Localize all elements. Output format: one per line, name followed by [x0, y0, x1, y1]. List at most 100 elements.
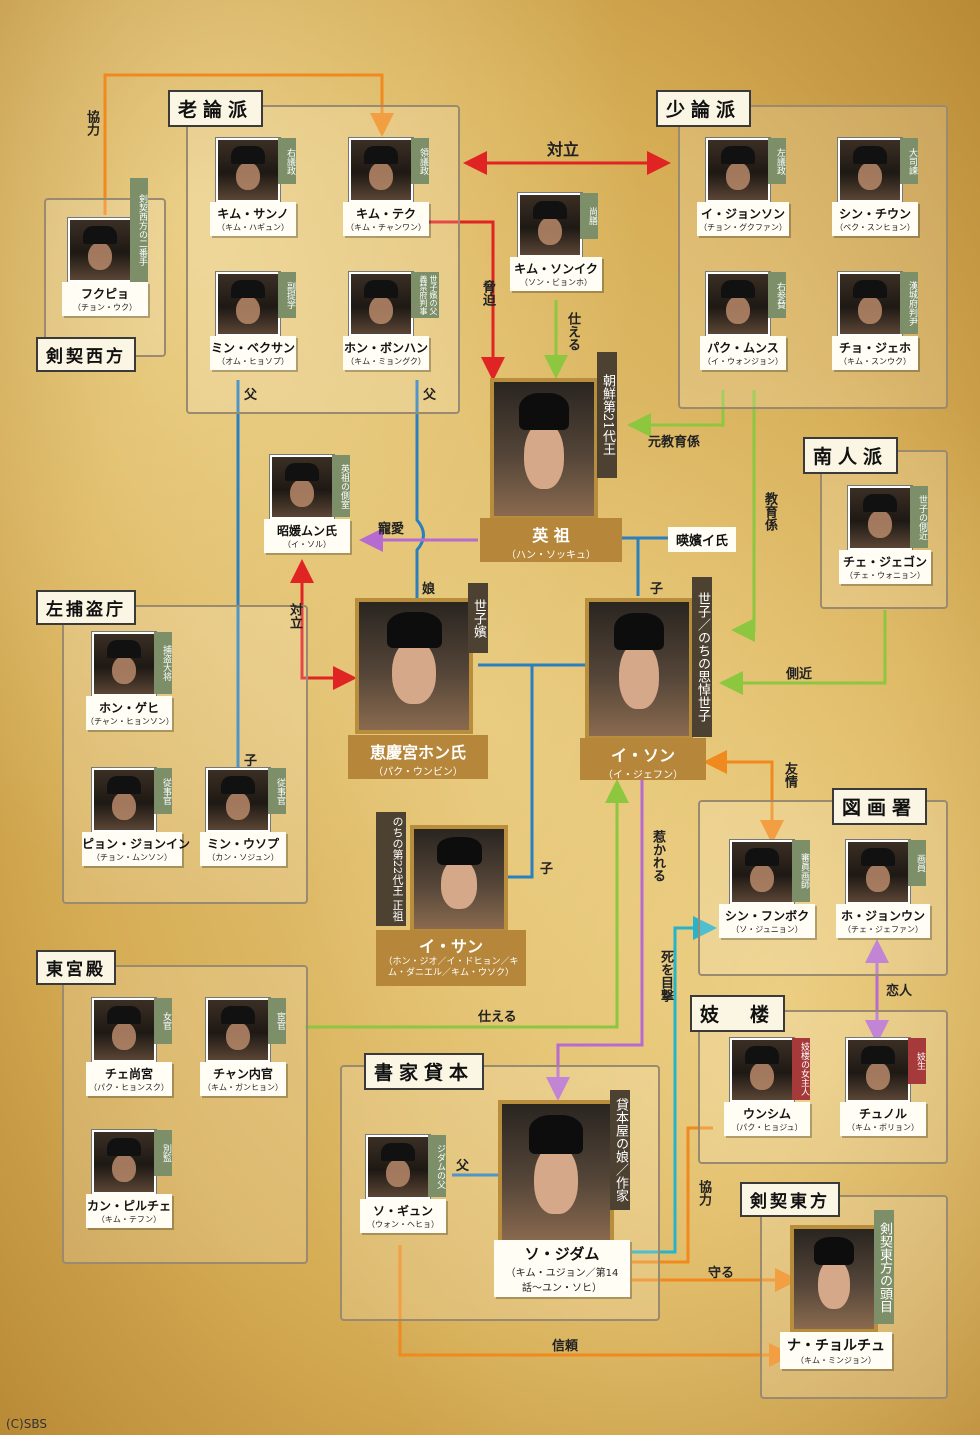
portrait — [206, 768, 270, 832]
main-so-jidamu-namecard[interactable]: ソ・ジダム （キム・ユジョン／第14話〜ユン・ソヒ） — [494, 1240, 630, 1297]
main-eiso-name: 英 祖 — [532, 526, 570, 545]
actor-name: （ソン・ビョンホ） — [520, 278, 592, 287]
portrait — [706, 138, 770, 202]
main-lee-son-photo[interactable] — [585, 598, 693, 740]
actor-name: （チョン・ウク） — [73, 303, 137, 312]
main-so-jidamu-photo[interactable] — [498, 1100, 614, 1246]
person-name: キム・ソンイク — [514, 262, 598, 276]
actor-name: （イ・ウォンジョン） — [703, 357, 783, 366]
role-tag: 英祖の側室 — [332, 455, 350, 517]
portrait — [706, 272, 770, 336]
main-lee-son-namecard[interactable]: イ・ソン （イ・ジェフン） — [580, 738, 706, 781]
role-tag: 左議政 — [768, 138, 786, 184]
person-name: ウンシム — [742, 1107, 791, 1121]
role-tag: 審眞画師 — [792, 840, 810, 902]
role-tag: 画員 — [908, 840, 926, 886]
actor-name: （キム・ガンヒョン） — [203, 1083, 283, 1092]
portrait — [518, 193, 582, 257]
name-card: シン・チウン（ペク・スンヒョン） — [832, 202, 918, 236]
portrait — [838, 272, 902, 336]
portrait — [494, 382, 594, 516]
portrait — [730, 840, 794, 904]
person-name: ソ・ギュン — [372, 1204, 433, 1218]
name-card: ソ・ギュン（ウォン・ヘヒョ） — [360, 1199, 446, 1233]
portrait — [92, 768, 156, 832]
role-tag: 捕盗大将 — [154, 632, 172, 694]
main-keikei-photo[interactable] — [355, 598, 473, 734]
name-card: ミン・ベクサン（オム・ヒョソプ） — [210, 336, 296, 370]
label-chichi1: 父 — [244, 388, 258, 403]
person-name: カン・ピルチェ — [86, 1199, 171, 1213]
main-so-jidamu-name: ソ・ジダム — [524, 1245, 600, 1263]
person-name: チョ・ジェホ — [838, 341, 911, 355]
role-tag: 剣契西方の二番手 — [130, 178, 148, 282]
label-kyoryoku2: 協力 — [696, 1180, 711, 1206]
portrait — [270, 455, 334, 519]
label-hikareru: 惹かれる — [650, 830, 665, 882]
main-lee-son-name: イ・ソン — [610, 746, 675, 765]
name-card: チェ尚宮（パク・ヒョンスク） — [86, 1062, 172, 1096]
name-card: ピョン・ジョンイン（チョン・ムンソン） — [82, 832, 191, 866]
main-lee-san-namecard[interactable]: イ・サン （ホン・ジオ／イ・ドヒョン／キム・ダニエル／キム・ウソク） — [376, 930, 526, 986]
main-eiso-namecard[interactable]: 英 祖 （ハン・ソッキュ） — [480, 518, 622, 562]
person-name: チュノル — [858, 1107, 907, 1121]
person-name: パク・ムンス — [707, 341, 779, 355]
actor-name: （カン・ソジュン） — [207, 853, 279, 862]
portrait — [366, 1135, 430, 1199]
person-name: ピョン・ジョンイン — [82, 837, 191, 851]
actor-name: （キム・ミョングク） — [346, 357, 426, 366]
main-lee-san-name: イ・サン — [418, 937, 483, 956]
main-lee-san-photo[interactable] — [410, 825, 508, 933]
main-eiso-photo[interactable] — [490, 378, 598, 520]
role-tag: 宦官 — [268, 998, 286, 1044]
actor-name: （チャン・ヒョンソン） — [86, 717, 174, 726]
label-kyoryoku1: 協力 — [84, 110, 99, 136]
actor-name: （チョン・グクファン） — [699, 223, 787, 232]
portrait — [794, 1229, 874, 1329]
label-ko3: 子 — [540, 862, 554, 877]
main-na-chorchu-photo[interactable] — [790, 1225, 878, 1333]
actor-name: （チェ・ジェファン） — [843, 925, 923, 934]
role-tag: 妓生 — [908, 1038, 926, 1084]
portrait — [216, 138, 280, 202]
main-na-chorchu-namecard[interactable]: ナ・チョルチュ （キム・ミンジョン） — [780, 1332, 892, 1369]
role-tag: 漢城府判尹 — [900, 272, 918, 334]
name-card: パク・ムンス （イ・ウォンジョン） — [700, 336, 786, 370]
person-name: ホン・ゲヒ — [98, 701, 159, 715]
main-keikei-name: 恵慶宮ホン氏 — [369, 743, 466, 762]
label-musume: 娘 — [422, 582, 436, 597]
role-tag: 従事官 — [268, 768, 286, 814]
label-tsukaeru1: 仕える — [565, 312, 580, 351]
portrait — [848, 486, 912, 550]
name-card: チョ・ジェホ（キム・スンウク） — [832, 336, 918, 370]
main-so-jidamu-role: 貸本屋の娘／作家 — [610, 1090, 630, 1210]
person-name: ホン・ボンハン — [343, 341, 428, 355]
portrait — [92, 998, 156, 1062]
label-kyoikugakari: 教育係 — [762, 492, 777, 531]
name-card: キム・サンノ（キム・ハギュン） — [210, 202, 296, 236]
portrait — [846, 1038, 910, 1102]
label-sokkin: 側近 — [786, 667, 813, 682]
main-na-chorchu-role: 剣契東方の頭目 — [874, 1210, 894, 1324]
name-card: ホ・ジョンウン（チェ・ジェファン） — [836, 904, 930, 938]
main-na-chorchu-name: ナ・チョルチュ — [787, 1338, 885, 1354]
main-keikei-role: 世子嬪 — [468, 583, 488, 653]
group-title-soron: 少論派 — [656, 90, 752, 127]
actor-name: （キム・チャンワン） — [346, 223, 426, 232]
person-name: チャン内官 — [213, 1067, 273, 1081]
role-tag: ジダムの父 — [428, 1135, 446, 1197]
actor-name: （キム・テフン） — [96, 1215, 162, 1224]
role-tag: 世子嬪の父 義禁府判事 — [411, 272, 439, 318]
person-name: フクピョ — [80, 287, 129, 301]
role-tag: 右参賛 — [768, 272, 786, 318]
main-keikei-namecard[interactable]: 恵慶宮ホン氏 （パク・ウンビン） — [348, 735, 488, 779]
group-title-kengei-west: 剣契西方 — [36, 337, 136, 372]
portrait — [349, 138, 413, 202]
actor-name: （チェ・ウォニョン） — [845, 571, 925, 580]
main-eiso-actor: （ハン・ソッキュ） — [506, 550, 596, 561]
label-tairitsu1: 対立 — [547, 140, 580, 159]
portrait — [730, 1038, 794, 1102]
person-name: キム・テク — [355, 207, 416, 221]
group-title-tohokaku: 図画署 — [832, 788, 928, 825]
